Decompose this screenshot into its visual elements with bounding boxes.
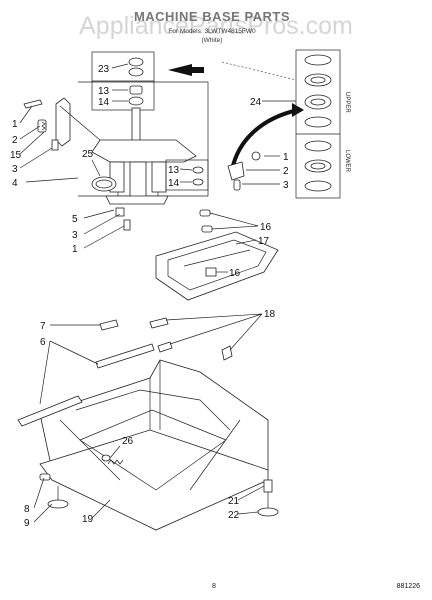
callout-26: 26 xyxy=(122,436,134,447)
diagram-subtitle-models: For Models: 3LWTW4815FW0 xyxy=(168,28,256,35)
callout-13-top: 13 xyxy=(98,86,110,97)
callout-9: 9 xyxy=(24,518,30,529)
callout-2-top: 2 xyxy=(12,135,18,146)
callout-22: 22 xyxy=(228,510,240,521)
bearing-seal-column: UPPER LOWER xyxy=(295,49,350,199)
callout-18: 18 xyxy=(264,309,276,320)
callout-7: 7 xyxy=(40,321,46,332)
callout-14-top: 14 xyxy=(98,97,110,108)
callout-23: 23 xyxy=(98,64,110,75)
machine-base xyxy=(17,317,279,531)
callout-3-left: 3 xyxy=(72,230,78,241)
transmission-assembly xyxy=(23,51,297,204)
callout-3-top: 3 xyxy=(12,164,18,175)
callout-4: 4 xyxy=(12,178,18,189)
callout-numbers: 1 2 15 3 4 25 23 13 14 24 13 14 1 2 3 5 … xyxy=(10,64,289,529)
callout-21: 21 xyxy=(228,496,240,507)
suspension-frame xyxy=(155,209,279,301)
callout-13-mid: 13 xyxy=(168,165,180,176)
callout-3-right: 3 xyxy=(283,180,289,191)
callout-1-right: 1 xyxy=(283,152,289,163)
assembly-arrowhead xyxy=(292,103,304,117)
page-number: 8 xyxy=(212,583,216,590)
callout-16-a: 16 xyxy=(260,222,272,233)
watermark-text: AppliancePartsPros.com xyxy=(79,12,353,40)
callout-14-mid: 14 xyxy=(168,178,180,189)
diagram-subtitle-color: (White) xyxy=(202,37,223,44)
callout-5: 5 xyxy=(72,214,78,225)
lower-left-fasteners xyxy=(105,195,169,231)
document-number: 881226 xyxy=(397,583,420,590)
callout-6: 6 xyxy=(40,337,46,348)
right-fasteners xyxy=(227,151,261,191)
callout-1-top: 1 xyxy=(12,119,18,130)
side-label-upper: UPPER xyxy=(344,92,350,113)
callout-25: 25 xyxy=(82,149,94,160)
callout-17: 17 xyxy=(258,236,270,247)
callout-1-left: 1 xyxy=(72,244,78,255)
callout-19: 19 xyxy=(82,514,94,525)
diagram-title: MACHINE BASE PARTS xyxy=(134,9,290,24)
callout-15: 15 xyxy=(10,150,22,161)
side-label-lower: LOWER xyxy=(344,150,350,173)
callout-16-b: 16 xyxy=(229,268,241,279)
callout-2-right: 2 xyxy=(283,166,289,177)
assembly-arrow xyxy=(230,108,299,171)
leader-lines xyxy=(19,63,296,523)
callout-24: 24 xyxy=(250,97,262,108)
callout-8: 8 xyxy=(24,504,30,515)
